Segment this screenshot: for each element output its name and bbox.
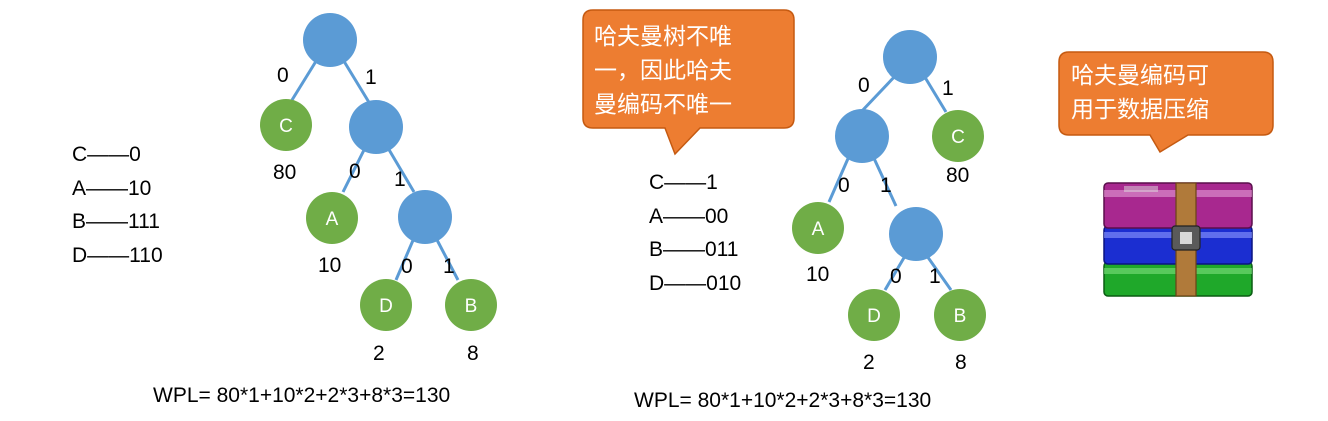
tree2-code-b: B——011 xyxy=(649,238,739,261)
svg-text:B: B xyxy=(465,296,478,317)
winrar-archive-icon xyxy=(1103,182,1253,297)
tree2-edge-root-right xyxy=(921,73,948,113)
tree2-leaf-d: D xyxy=(848,289,900,341)
tree2-code-d: D——010 xyxy=(649,271,742,295)
callout-1-line-3: 曼编码不唯一 xyxy=(594,92,732,118)
tree1-edge-n2-right xyxy=(434,237,460,281)
tree1-leaf-b: B xyxy=(445,279,497,331)
tree2-edge-n2-left xyxy=(883,255,907,291)
callout-bubble-1 xyxy=(582,9,795,156)
tree1-leaf-c: C xyxy=(260,99,312,151)
tree1-code-d: D——110 xyxy=(72,243,163,267)
tree1-weight-c: 80 xyxy=(273,161,297,184)
tree2-edge-label-n2-right: 1 xyxy=(929,265,941,288)
tree2-weight-c: 80 xyxy=(946,164,970,187)
svg-text:A: A xyxy=(812,219,825,240)
callout-1-line-1: 哈夫曼树不唯 xyxy=(594,24,732,50)
svg-text:B: B xyxy=(954,306,967,327)
tree2-edge-label-n1-left: 0 xyxy=(838,174,850,197)
tree2-code-c: C——1 xyxy=(649,171,718,194)
tree2-internal-node-2 xyxy=(889,207,943,261)
tree1-edge-n1-right xyxy=(386,147,416,193)
callout-2-line-1: 哈夫曼编码可 xyxy=(1071,63,1209,89)
tree1-code-c: C——0 xyxy=(72,143,141,166)
tree2-edge-label-root-left: 0 xyxy=(858,74,870,97)
tree1-edge-root-left xyxy=(290,57,320,101)
tree1-edge-label-root-right: 1 xyxy=(365,66,377,89)
tree1-edge-n2-left xyxy=(394,237,416,281)
tree1-weight-d: 2 xyxy=(373,342,385,365)
tree1-weight-a: 10 xyxy=(318,254,342,277)
svg-text:C: C xyxy=(279,116,293,137)
tree1-edge-label-root-left: 0 xyxy=(277,64,289,87)
tree2-edge-n1-right xyxy=(870,153,898,207)
tree2-edge-n1-left xyxy=(827,153,852,203)
svg-text:C: C xyxy=(951,127,965,148)
tree2-edge-label-n2-left: 0 xyxy=(890,265,902,288)
tree2-leaf-a: A xyxy=(792,202,844,254)
tree1-root-node xyxy=(303,13,357,67)
tree1-internal-node-2 xyxy=(398,190,452,244)
callout-text-1: 哈夫曼树不唯 一，因此哈夫 曼编码不唯一 xyxy=(594,20,732,122)
tree1-leaf-a: A xyxy=(306,192,358,244)
tree1-wpl: WPL= 80*1+10*2+2*3+8*3=130 xyxy=(153,384,451,407)
svg-text:D: D xyxy=(867,306,881,327)
tree2-edge-label-n1-right: 1 xyxy=(880,174,892,197)
tree1-leaf-d: D xyxy=(360,279,412,331)
tree1-edge-label-n2-right: 1 xyxy=(443,255,455,278)
tree2-edge-label-root-right: 1 xyxy=(942,77,954,100)
tree1-edge-label-n1-right: 1 xyxy=(394,168,406,191)
tree1-edge-root-right xyxy=(340,57,372,105)
tree2-weight-a: 10 xyxy=(806,263,830,286)
svg-text:D: D xyxy=(379,296,393,317)
tree1-internal-node-1 xyxy=(349,100,403,154)
tree1-weight-b: 8 xyxy=(467,342,479,365)
tree2-weight-d: 2 xyxy=(863,351,875,374)
tree1-edge-label-n2-left: 0 xyxy=(401,255,413,278)
tree2-leaf-c: C xyxy=(932,110,984,162)
tree2-internal-node-1 xyxy=(835,109,889,163)
tree2-weight-b: 8 xyxy=(955,351,967,374)
tree1-code-a: A——10 xyxy=(72,176,152,200)
tree2-code-a: A——00 xyxy=(649,204,729,228)
tree2-edge-n2-right xyxy=(925,255,953,291)
callout-bubble-2 xyxy=(1058,51,1274,154)
callout-2-line-2: 用于数据压缩 xyxy=(1071,97,1209,123)
tree2-leaf-b: B xyxy=(934,289,986,341)
callout-1-line-2: 一，因此哈夫 xyxy=(594,58,732,84)
tree2-wpl: WPL= 80*1+10*2+2*3+8*3=130 xyxy=(634,389,932,412)
callout-text-2: 哈夫曼编码可 用于数据压缩 xyxy=(1071,59,1209,127)
tree1-code-b: B——111 xyxy=(72,210,160,233)
svg-text:A: A xyxy=(326,209,339,230)
tree1-edge-n1-left xyxy=(341,147,367,193)
tree2-edge-root-left xyxy=(859,72,899,114)
tree1-edge-label-n1-left: 0 xyxy=(349,160,361,183)
tree1-code-list: C——0 A——10 B——111 D——110 xyxy=(72,138,163,272)
tree2-root-node xyxy=(883,30,937,84)
tree2-code-list: C——1 A——00 B——011 D——010 xyxy=(649,166,741,300)
